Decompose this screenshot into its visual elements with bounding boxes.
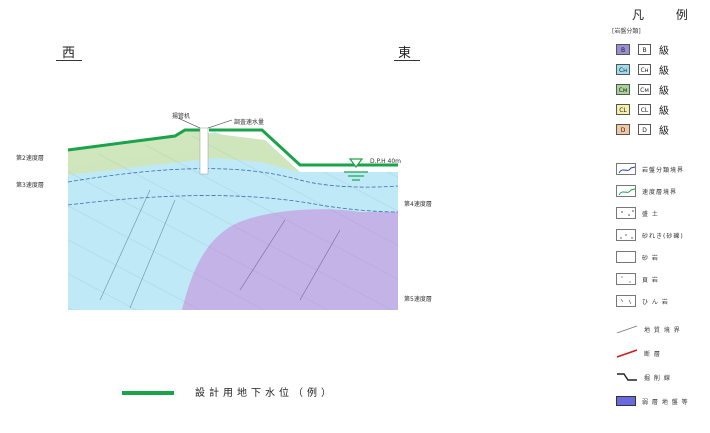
symbol-label: ひ ん 岩 (642, 298, 669, 306)
class-b-word: 級 (659, 45, 669, 57)
layer2-label: 第2速度層 (16, 155, 44, 162)
class-cm-word: 級 (659, 85, 669, 97)
legend-class-row: Cм Cм 級 (616, 82, 669, 97)
soil-pattern-icon (616, 207, 636, 219)
water-level-label: D.P.H 40m (370, 158, 402, 165)
east-underline (394, 60, 420, 61)
class-cl-box: CL (638, 103, 651, 115)
legend-symbol-row: 砂 岩 (616, 250, 659, 264)
fracture-line (99, 189, 151, 301)
design-groundwater-caption: 設計用地下水位（例） (195, 388, 335, 399)
geologic-boundary-icon (616, 325, 638, 334)
symbol-label: 砂 岩 (642, 254, 659, 262)
class-b-swatch: B (616, 43, 630, 55)
symbol-label: 掘 削 線 (644, 374, 671, 382)
class-cl-word: 級 (659, 105, 669, 117)
legend-class-row: D D 級 (616, 122, 669, 137)
probe-pipe (199, 127, 209, 175)
class-d-word: 級 (659, 125, 669, 137)
excavation-line-icon (617, 373, 637, 381)
legend-class-row: B B 級 (616, 42, 669, 57)
class-cl-swatch: CL (616, 103, 630, 115)
velocity-boundary-upper (67, 168, 399, 188)
east-label: 東 (398, 46, 413, 61)
symbol-label: 岩盤分類境界 (642, 166, 685, 174)
legend-symbol-row: 速度層境界 (616, 184, 677, 198)
class-d-box: D (638, 123, 651, 135)
rock-boundary-icon (616, 163, 636, 175)
legend-class-row: CL CL 級 (616, 102, 669, 117)
west-underline (56, 60, 82, 61)
symbol-label: 断 層 (644, 350, 661, 358)
pipe-leader (177, 117, 201, 129)
symbol-label: 盛 土 (642, 210, 659, 218)
symbol-label: 頁 岩 (642, 276, 659, 284)
legend-symbol-row: 頁 岩 (616, 272, 659, 286)
legend-symbol-row: 盛 土 (616, 206, 659, 220)
velocity-boundary-icon (616, 185, 636, 197)
water-level-marker-icon (348, 158, 364, 168)
layer3-label: 第3速度層 (16, 182, 44, 189)
layer4-label: 第4速度層 (404, 201, 432, 208)
legend-symbol-row: 岩盤分類境界 (616, 162, 684, 176)
groundwater-legend-line (122, 391, 174, 395)
fracture-line (239, 219, 286, 291)
legend-line-row: 掘 削 線 (616, 370, 671, 384)
geological-cross-section (67, 117, 399, 310)
class-cm-box: Cм (638, 83, 651, 95)
fracture-line (129, 199, 176, 309)
legend-line-row: 地 質 境 界 (616, 322, 681, 336)
class-ch-swatch: Cн (616, 63, 630, 75)
legend-symbol-row: 砂れき(砂礫) (616, 228, 684, 242)
west-label: 西 (62, 46, 77, 61)
legend-subtitle: [岩盤分類] (612, 28, 641, 35)
pipe-label: 揚管机 (172, 113, 191, 120)
class-cm-swatch: Cм (616, 83, 630, 95)
legend-line-row: 断 層 (616, 346, 661, 360)
layer5-label: 第5速度層 (404, 296, 432, 303)
shale-pattern-icon (616, 273, 636, 285)
class-ch-word: 級 (659, 65, 669, 77)
symbol-label: 弱 層 地 盤 等 (642, 398, 689, 406)
fracture-line (299, 229, 341, 301)
tuff-pattern-icon (616, 295, 636, 307)
probe-leader (207, 119, 233, 129)
symbol-label: 砂れき(砂礫) (642, 232, 684, 240)
velocity-boundary-lower (67, 195, 399, 213)
rock-hatch-overlay (68, 132, 398, 310)
legend-title: 凡 例 (632, 8, 702, 22)
symbol-label: 速度層境界 (642, 188, 678, 196)
legend-line-row: 弱 層 地 盤 等 (616, 394, 689, 408)
gravel-pattern-icon (616, 229, 636, 241)
legend-symbol-row: ひ ん 岩 (616, 294, 669, 308)
class-ch-box: Cн (638, 63, 651, 75)
legend-class-row: Cн Cн 級 (616, 62, 669, 77)
class-d-swatch: D (616, 123, 630, 135)
probe-label: 調査速水量 (234, 119, 265, 126)
class-b-box: B (638, 43, 651, 55)
fault-icon (616, 349, 638, 358)
symbol-label: 地 質 境 界 (644, 326, 681, 334)
sandstone-pattern-icon (616, 251, 636, 263)
design-groundwater-line (67, 128, 398, 167)
weak-zone-icon (616, 396, 636, 406)
